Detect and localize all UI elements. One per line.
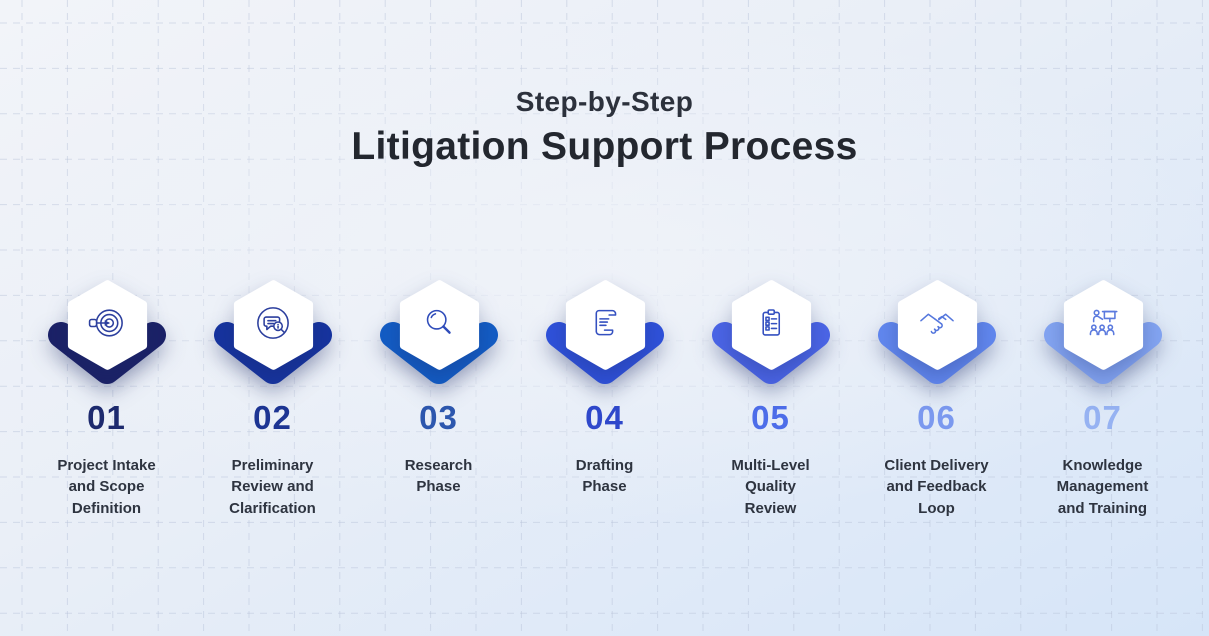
- process-step: 01 Project Intake and Scope Definition: [32, 277, 182, 519]
- title-eyebrow: Step-by-Step: [515, 86, 694, 117]
- step-number: 03: [419, 399, 458, 436]
- step-badge: [364, 277, 514, 393]
- step-number: 01: [87, 399, 126, 436]
- step-number: 06: [917, 399, 956, 436]
- process-steps-row: 01 Project Intake and Scope Definition 0…: [0, 277, 1209, 519]
- title-block: Step-by-Step Litigation Support Process: [0, 0, 1209, 169]
- step-number: 04: [585, 399, 624, 436]
- process-step: 07 Knowledge Management and Training: [1028, 277, 1178, 519]
- process-step: 04 Drafting Phase: [530, 277, 680, 519]
- step-number: 05: [751, 399, 790, 436]
- step-label: Client Delivery and Feedback Loop: [884, 457, 989, 517]
- step-badge: [1028, 277, 1178, 393]
- step-badge: [198, 277, 348, 393]
- page-title: Litigation Support Process: [351, 125, 858, 168]
- process-step: 06 Client Delivery and Feedback Loop: [862, 277, 1012, 519]
- step-label: Drafting Phase: [575, 457, 634, 496]
- process-step: 05 Multi-Level Quality Review: [696, 277, 846, 519]
- process-step: 02 Preliminary Review and Clarification: [198, 277, 348, 519]
- hexagon-card: [399, 280, 479, 370]
- hexagon-card: [731, 280, 811, 370]
- clipboard-checklist-icon: [761, 309, 780, 336]
- handshake-icon: [919, 313, 954, 334]
- step-number: 07: [1083, 399, 1122, 436]
- scroll-icon: [595, 309, 616, 336]
- step-label: Preliminary Review and Clarification: [229, 457, 316, 517]
- step-label: Project Intake and Scope Definition: [57, 457, 156, 517]
- step-label: Knowledge Management and Training: [1056, 457, 1149, 517]
- process-step: 03 Research Phase: [364, 277, 514, 519]
- step-badge: [862, 277, 1012, 393]
- step-number: 02: [253, 399, 292, 436]
- hexagon-card: [897, 280, 977, 370]
- chat-search-icon: [256, 307, 289, 339]
- training-icon: [1089, 309, 1118, 336]
- target-arrow-icon: [88, 309, 123, 337]
- step-badge: [32, 277, 182, 393]
- step-label: Multi-Level Quality Review: [731, 457, 810, 517]
- step-badge: [530, 277, 680, 393]
- hexagon-card: [67, 280, 147, 370]
- step-badge: [696, 277, 846, 393]
- magnifier-icon: [426, 309, 451, 334]
- step-label: Research Phase: [404, 457, 473, 496]
